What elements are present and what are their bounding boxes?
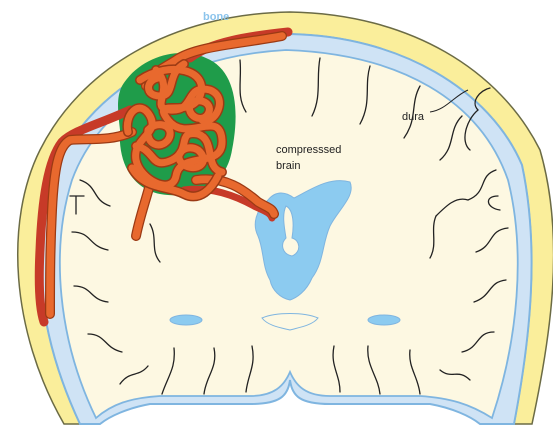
compressed-brain-label-line2: brain — [276, 160, 300, 172]
compressed-brain-label-line1: compresssed — [276, 144, 341, 156]
bone-label: bone — [203, 11, 229, 23]
right-temporal-horn — [368, 315, 400, 325]
dura-label: dura — [402, 111, 425, 123]
left-temporal-horn — [170, 315, 202, 325]
